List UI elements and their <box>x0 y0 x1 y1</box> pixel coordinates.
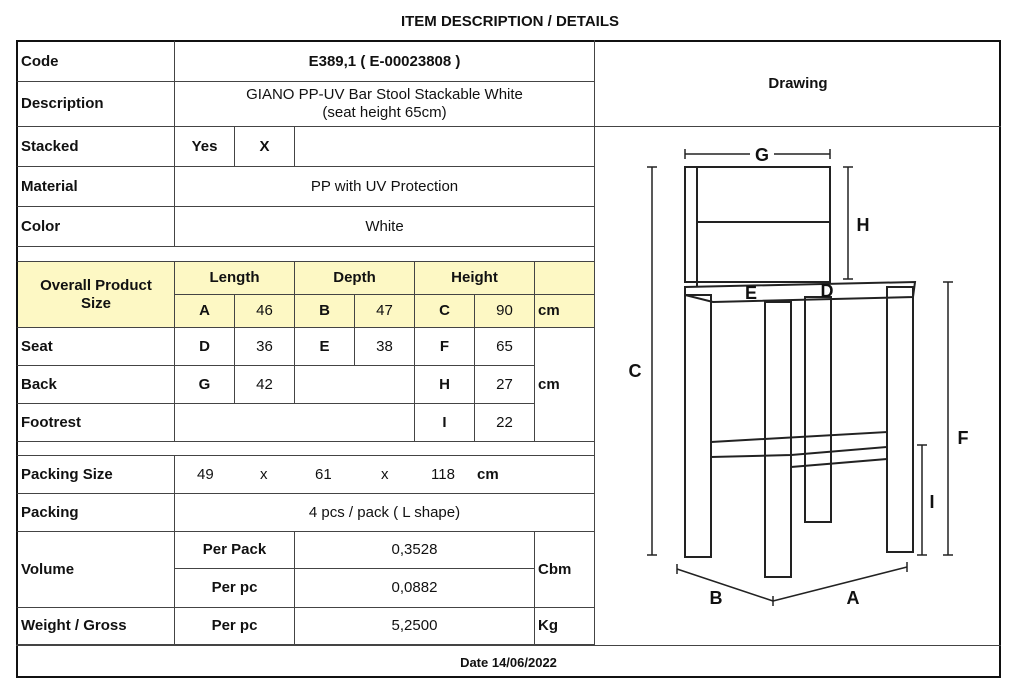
volume-per-pack-label: Per Pack <box>175 532 295 569</box>
volume-per-pc-label: Per pc <box>175 569 295 608</box>
footrest-empty <box>175 404 415 442</box>
footrest-label: Footrest <box>16 404 175 442</box>
letter-a: A <box>847 588 860 608</box>
unit-header-empty <box>535 262 595 295</box>
packing-height: 118 <box>431 465 455 483</box>
dimensions-unit: cm <box>535 328 595 442</box>
length-header: Length <box>175 262 295 295</box>
volume-per-pack-value: 0,3528 <box>295 532 535 569</box>
dim-a-label: A <box>175 295 235 328</box>
volume-per-pc-value: 0,0882 <box>295 569 535 608</box>
packing-size-label: Packing Size <box>16 456 175 494</box>
backrest-shape <box>684 166 831 283</box>
back-left-leg <box>804 296 832 523</box>
dim-g-value: 42 <box>235 366 295 404</box>
dim-b-label: B <box>295 295 355 328</box>
volume-unit: Cbm <box>535 532 595 608</box>
packing-value: 4 pcs / pack ( L shape) <box>175 494 595 532</box>
dim-c-value: 90 <box>475 295 535 328</box>
material-value: PP with UV Protection <box>175 167 595 207</box>
stacked-empty <box>295 127 595 167</box>
packing-size-value: 49 x 61 x 118 cm <box>175 456 595 494</box>
overall-size-label: Overall Product Size <box>16 262 175 328</box>
dim-b-value: 47 <box>355 295 415 328</box>
stacked-label: Stacked <box>16 127 175 167</box>
packing-x-2: x <box>381 465 389 483</box>
dim-d-label: D <box>175 328 235 366</box>
description-line-2: (seat height 65cm) <box>322 104 447 121</box>
material-label: Material <box>16 167 175 207</box>
front-left-leg <box>684 294 712 558</box>
packing-width: 61 <box>315 465 332 483</box>
letter-b: B <box>710 588 723 608</box>
weight-value: 5,2500 <box>295 608 535 645</box>
dim-f-value: 65 <box>475 328 535 366</box>
letter-d: D <box>821 281 834 301</box>
bar-stool-drawing: G C H E D F I B A <box>629 145 969 608</box>
description-label: Description <box>16 82 175 127</box>
dim-h-value: 27 <box>475 366 535 404</box>
dim-d-value: 36 <box>235 328 295 366</box>
letter-c: C <box>629 361 642 381</box>
letter-i: I <box>929 492 934 512</box>
height-header: Height <box>415 262 535 295</box>
packing-label: Packing <box>16 494 175 532</box>
back-label: Back <box>16 366 175 404</box>
volume-label: Volume <box>16 532 175 608</box>
stacked-yes: Yes <box>175 127 235 167</box>
back-empty <box>295 366 415 404</box>
spacer-row <box>16 247 595 262</box>
letter-h: H <box>857 215 870 235</box>
drawing-header: Drawing <box>595 40 1001 127</box>
drawing-divider <box>594 40 595 645</box>
back-right-leg <box>886 286 914 553</box>
weight-unit: Kg <box>535 608 595 645</box>
dim-g-label: G <box>175 366 235 404</box>
code-label: Code <box>16 40 175 82</box>
stacked-mark: X <box>235 127 295 167</box>
dim-h-label: H <box>415 366 475 404</box>
dim-i-label: I <box>415 404 475 442</box>
dim-c-label: C <box>415 295 475 328</box>
date-footer: Date 14/06/2022 <box>16 645 1001 678</box>
dim-i-value: 22 <box>475 404 535 442</box>
letter-g: G <box>755 145 769 165</box>
weight-per-pc-label: Per pc <box>175 608 295 645</box>
footrest-shape <box>710 430 888 459</box>
packing-x-1: x <box>260 465 268 483</box>
packing-unit: cm <box>477 465 499 483</box>
spacer-row-2 <box>16 442 595 456</box>
document-title: ITEM DESCRIPTION / DETAILS <box>400 13 620 30</box>
letter-e: E <box>745 283 757 303</box>
seat-label: Seat <box>16 328 175 366</box>
seat-shape <box>684 280 917 304</box>
dim-e-value: 38 <box>355 328 415 366</box>
letter-f: F <box>958 428 969 448</box>
packing-length: 49 <box>197 465 214 483</box>
dim-f-label: F <box>415 328 475 366</box>
description-line-1: GIANO PP-UV Bar Stool Stackable White <box>246 86 523 103</box>
color-label: Color <box>16 207 175 247</box>
depth-header: Depth <box>295 262 415 295</box>
code-value: E389,1 ( E-00023808 ) <box>175 40 595 82</box>
dim-a-value: 46 <box>235 295 295 328</box>
overall-unit: cm <box>535 295 595 328</box>
description-value: GIANO PP-UV Bar Stool Stackable White (s… <box>175 82 595 127</box>
dim-e-label: E <box>295 328 355 366</box>
weight-label: Weight / Gross <box>16 608 175 645</box>
color-value: White <box>175 207 595 247</box>
